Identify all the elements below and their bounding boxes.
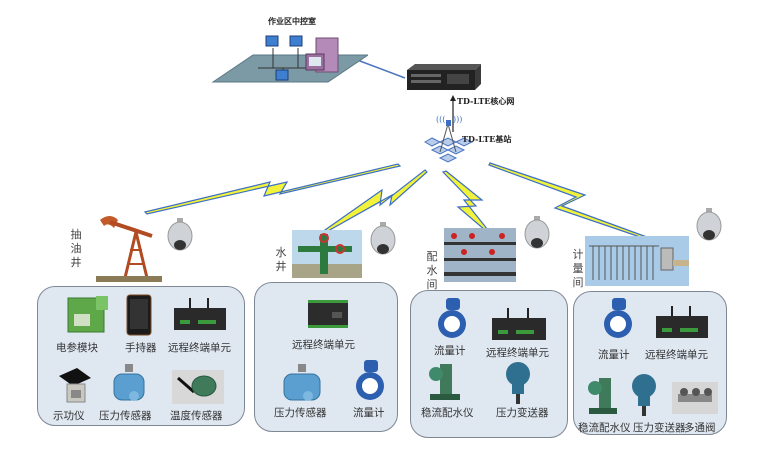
camera-icon xyxy=(696,208,722,241)
wired-link-control-core xyxy=(351,57,406,79)
pump-jack-icon xyxy=(96,212,162,284)
site-label-metering: 计量间 xyxy=(572,248,584,289)
core-network-label: TD-LTE核心网 xyxy=(457,96,515,106)
device-label: 电参模块 xyxy=(56,342,98,354)
device-group-water-well xyxy=(254,282,398,432)
control-room-network-icon xyxy=(211,35,370,83)
device-label: 压力变送器 xyxy=(633,422,686,434)
device-label: 稳流配水仪 xyxy=(421,407,474,419)
svg-text:))): ))) xyxy=(453,115,462,124)
device-label: 流量计 xyxy=(434,345,466,357)
rtu-icon xyxy=(490,308,548,342)
dynamometer-icon xyxy=(55,366,95,404)
device-label: 多通阀 xyxy=(684,422,716,434)
flow-regulator-icon xyxy=(426,358,464,402)
camera-icon xyxy=(167,218,193,251)
device-label: 远程终端单元 xyxy=(292,339,355,351)
pressure-sensor-icon xyxy=(110,364,148,404)
device-label: 温度传感器 xyxy=(170,410,223,422)
device-label: 远程终端单元 xyxy=(645,349,708,361)
control-room xyxy=(208,30,370,90)
power-param-module-icon xyxy=(66,294,110,334)
rtu-icon xyxy=(654,306,710,340)
flowmeter-icon xyxy=(600,296,636,342)
device-label: 稳流配水仪 xyxy=(578,422,631,434)
temperature-sensor-icon xyxy=(172,370,224,404)
flow-regulator-icon xyxy=(585,372,621,416)
device-label: 手持器 xyxy=(125,342,157,354)
device-label: 压力变送器 xyxy=(496,407,549,419)
site-label-water-well: 水井 xyxy=(275,246,287,273)
base-station-label: TD-LTE基站 xyxy=(462,134,512,144)
rtu-icon xyxy=(172,298,228,332)
core-network-server-icon xyxy=(405,62,483,92)
handheld-icon xyxy=(124,294,154,336)
wellhead-icon xyxy=(292,230,362,278)
distribution-room-icon xyxy=(444,228,516,282)
device-label: 流量计 xyxy=(598,349,630,361)
flowmeter-icon xyxy=(434,296,470,342)
device-label: 远程终端单元 xyxy=(486,347,549,359)
metering-room-icon xyxy=(585,236,689,286)
device-label: 压力传感器 xyxy=(274,407,327,419)
pressure-sensor-icon xyxy=(280,364,324,404)
svg-text:(((: ((( xyxy=(436,115,445,124)
device-label: 流量计 xyxy=(353,407,385,419)
site-label-distribution: 配水间 xyxy=(426,250,438,291)
wireless-link-oil-well xyxy=(143,163,402,215)
wireless-link-distribution xyxy=(441,170,490,231)
pressure-transmitter-icon xyxy=(626,372,662,416)
device-group-distribution xyxy=(410,290,568,438)
camera-icon xyxy=(524,216,550,249)
device-label: 示功仪 xyxy=(53,410,85,422)
device-label: 远程终端单元 xyxy=(168,342,231,354)
wireless-link-water-well xyxy=(323,169,428,232)
rtu-icon xyxy=(308,300,348,328)
camera-icon xyxy=(370,222,396,255)
site-label-oil-well: 抽油井 xyxy=(70,228,82,269)
control-room-label: 作业区中控室 xyxy=(268,16,316,26)
link-arrow-head xyxy=(450,95,456,101)
multiway-valve-icon xyxy=(672,382,718,414)
pressure-transmitter-icon xyxy=(500,360,536,404)
flowmeter-icon xyxy=(352,358,388,404)
base-station-icon: ((( ))) xyxy=(420,112,480,164)
device-label: 压力传感器 xyxy=(99,410,152,422)
